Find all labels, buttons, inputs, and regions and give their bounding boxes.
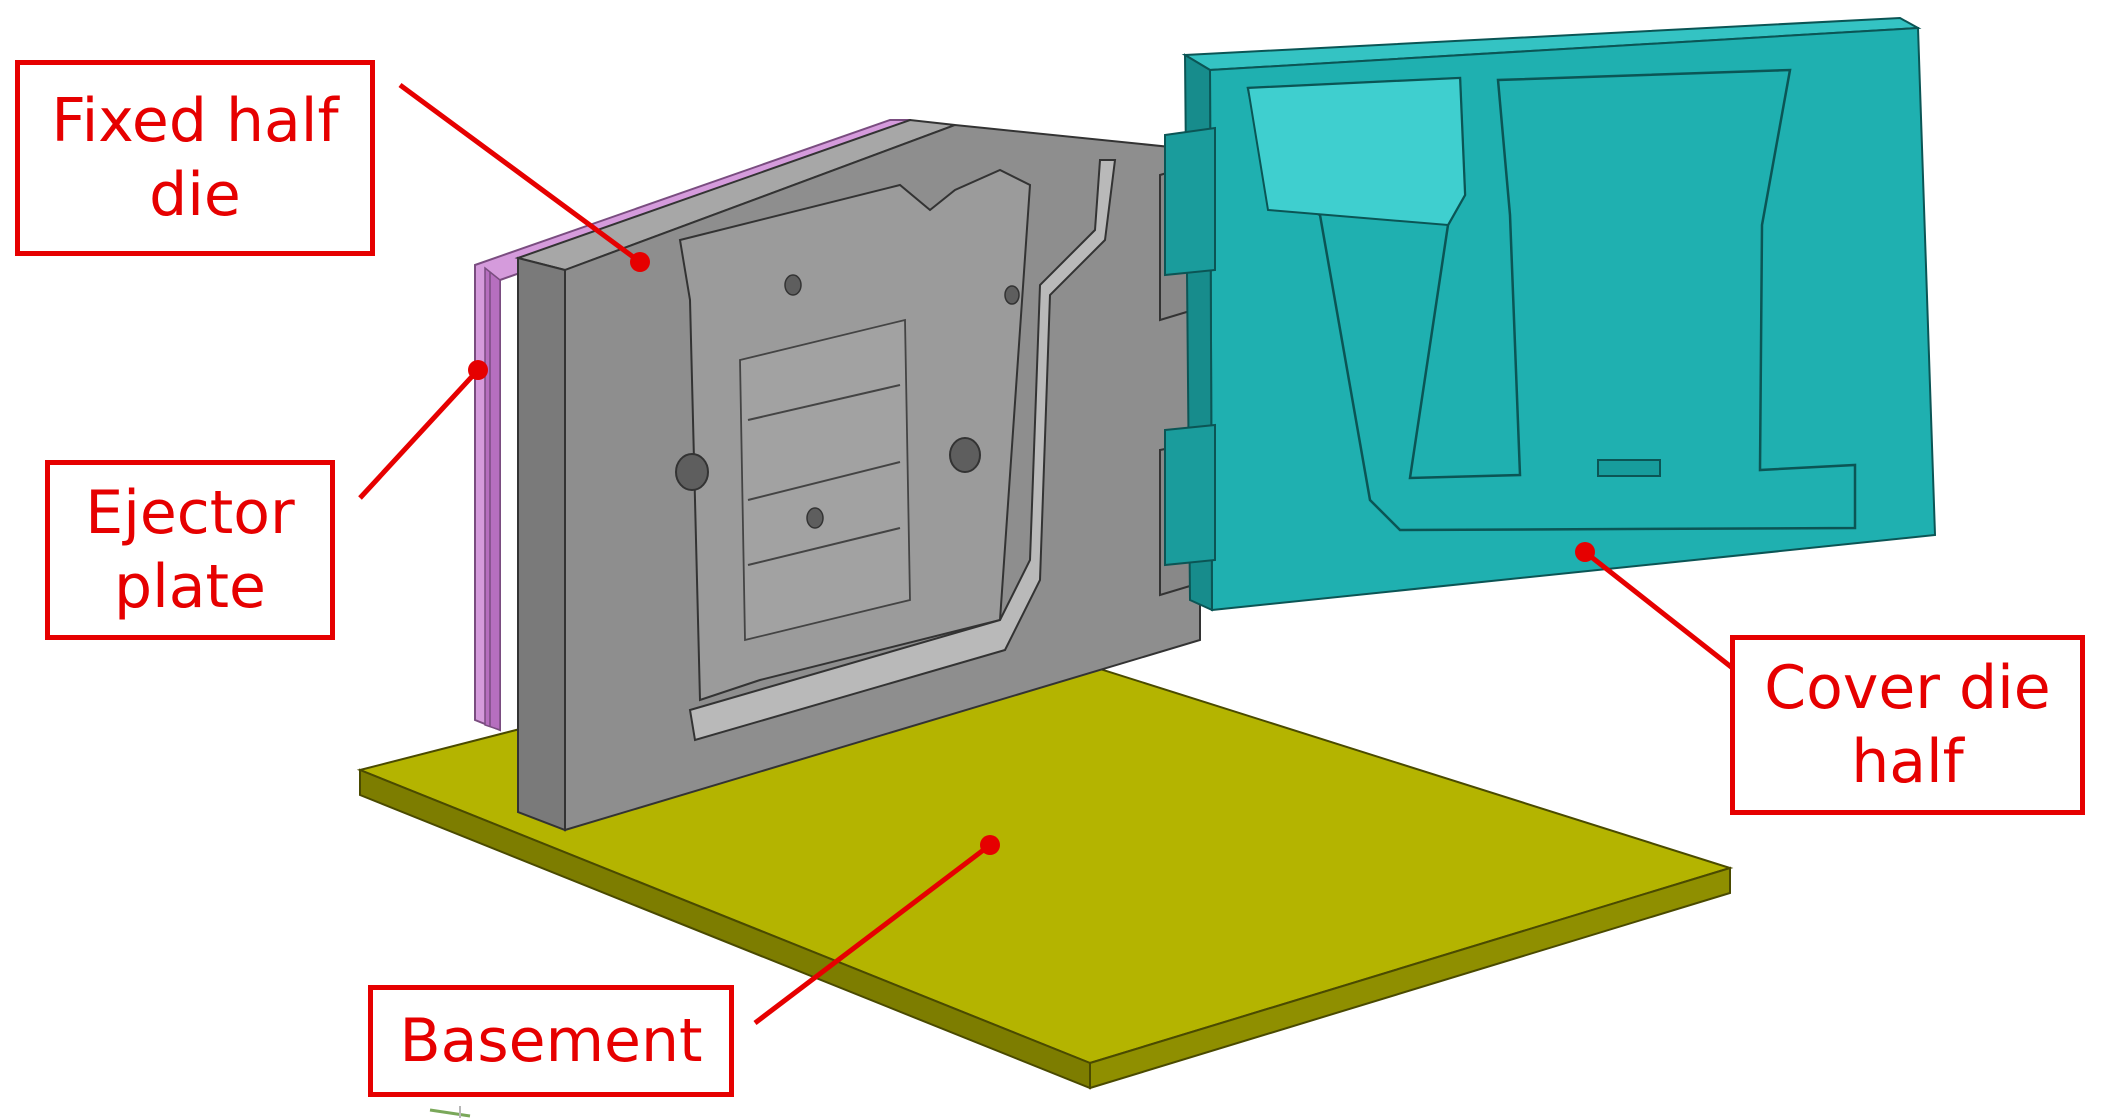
- leader-cover-die-half: [1583, 550, 1737, 672]
- leader-ejector-plate: [358, 368, 480, 500]
- cover-die-half: [1164, 16, 1937, 612]
- label-fixed-half-die-text: Fixed half die: [51, 86, 339, 230]
- axis-triad: [429, 1106, 471, 1118]
- label-fixed-half-die: Fixed half die: [15, 60, 375, 256]
- label-basement-text: Basement: [399, 1006, 703, 1076]
- leader-fixed-half-die: [398, 82, 642, 265]
- anchor-ejector-plate: [468, 360, 488, 380]
- label-ejector-plate: Ejector plate: [45, 460, 335, 640]
- anchor-cover-die-half: [1575, 542, 1595, 562]
- label-cover-die-half-text: Cover die half: [1764, 653, 2051, 797]
- fixed-half-die: [514, 118, 1211, 832]
- label-cover-die-half: Cover die half: [1730, 635, 2085, 815]
- anchor-basement: [980, 835, 1000, 855]
- anchor-fixed-half-die: [630, 252, 650, 272]
- leader-basement: [753, 843, 992, 1025]
- label-basement: Basement: [368, 985, 734, 1097]
- label-ejector-plate-text: Ejector plate: [85, 478, 295, 622]
